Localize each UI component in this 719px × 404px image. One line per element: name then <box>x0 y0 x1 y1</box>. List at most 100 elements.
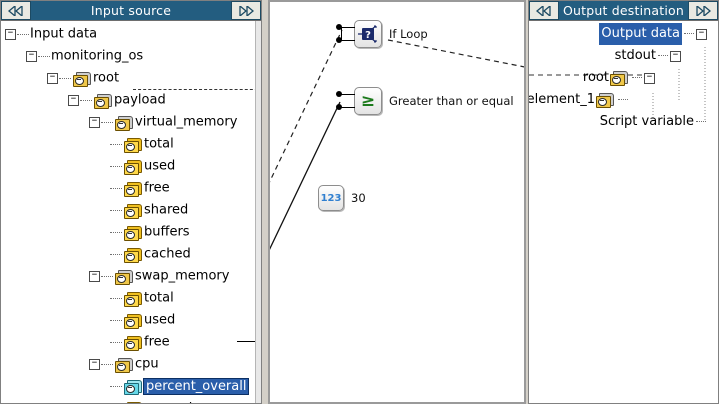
tree-indent <box>1 364 89 365</box>
tree-indent <box>1 298 110 299</box>
tree-item-used[interactable]: used <box>1 309 261 331</box>
question-block-icon: ? <box>358 25 377 43</box>
input-source-scrollbar[interactable] <box>255 21 261 403</box>
tree-indent <box>1 122 89 123</box>
input-source-next-button[interactable] <box>231 1 261 20</box>
tree-indent <box>1 166 110 167</box>
tree-item-free[interactable]: free <box>1 177 261 199</box>
double-right-arrow-icon <box>696 5 712 16</box>
output-tree-expander-icon[interactable]: − <box>644 72 655 84</box>
object-folder-icon <box>610 71 628 86</box>
tree-item-input-data[interactable]: − Input data <box>1 23 261 45</box>
gte-input-port-2[interactable] <box>336 104 342 110</box>
gte-input-port-1[interactable] <box>336 91 342 97</box>
if-loop-input-port-1[interactable] <box>336 24 342 30</box>
flow-canvas[interactable]: ? If Loop ≥ Greater than or equal <box>270 2 524 402</box>
object-folder-icon <box>596 93 614 108</box>
tree-connector <box>101 363 113 366</box>
output-tree-item-label: stdout <box>614 48 656 63</box>
tree-item-label: total <box>144 290 174 306</box>
input-source-tree-body[interactable]: −Input data−monitoring_os−root−payload−v… <box>1 21 261 403</box>
output-tree-item-output-data[interactable]: Output data− <box>599 23 708 45</box>
output-tree-connector <box>618 99 628 101</box>
if-loop-port-lead-2 <box>341 40 355 41</box>
tree-item-virtual-memory[interactable]: −virtual_memory <box>1 111 261 133</box>
tree-indent <box>1 320 110 321</box>
output-tree-guides <box>529 47 706 121</box>
tree-expander-icon[interactable]: − <box>89 271 100 282</box>
percent-overall-output-wire <box>237 341 261 342</box>
tree-indent <box>1 100 68 101</box>
tree-item-total[interactable]: total <box>1 287 261 309</box>
field-folder-icon <box>124 181 142 197</box>
node-constant-number[interactable]: 123 30 <box>318 185 366 211</box>
tree-connector <box>110 143 122 146</box>
field-folder-icon <box>124 247 142 263</box>
tree-item-label: cpu <box>135 356 159 372</box>
greater-than-or-equal-label: Greater than or equal <box>389 94 514 108</box>
double-left-arrow-icon <box>7 5 23 16</box>
node-if-loop[interactable]: ? If Loop <box>354 20 428 48</box>
tree-item-swap-memory[interactable]: −swap_memory <box>1 265 261 287</box>
tree-expander-icon[interactable]: − <box>26 51 37 62</box>
tree-connector <box>110 297 122 300</box>
tree-item-percent-overall[interactable]: percent_overall <box>1 375 261 397</box>
tree-item-root[interactable]: − root <box>1 67 261 89</box>
tree-expander-icon[interactable]: − <box>5 29 16 40</box>
if-loop-input-port-2[interactable] <box>336 37 342 43</box>
tree-item-total[interactable]: total <box>1 133 261 155</box>
output-tree-item-label: element_1 <box>529 92 595 107</box>
tree-indent <box>1 78 47 79</box>
field-folder-icon <box>124 225 142 241</box>
tree-expander-icon[interactable]: − <box>89 117 100 128</box>
output-tree-item-script-variable[interactable]: Script variable <box>600 111 708 133</box>
tree-item-cached[interactable]: cached <box>1 243 261 265</box>
output-destination-prev-button[interactable] <box>529 1 559 20</box>
output-tree-item-stdout[interactable]: stdout − <box>615 45 682 67</box>
tree-expander-icon[interactable]: − <box>89 359 100 370</box>
tree-indent <box>1 276 89 277</box>
tree-connector <box>110 319 122 322</box>
tree-expander-icon[interactable]: − <box>68 95 79 106</box>
input-source-prev-button[interactable] <box>1 1 31 20</box>
output-destination-next-button[interactable] <box>688 1 718 20</box>
tree-item-used[interactable]: used <box>1 155 261 177</box>
tree-item-label: free <box>144 334 170 350</box>
tree-expander-icon[interactable]: − <box>47 73 58 84</box>
field-folder-icon <box>124 335 142 351</box>
tree-item-monitoring-os[interactable]: −monitoring_os <box>1 45 261 67</box>
tree-connector <box>17 33 29 36</box>
tree-item-percent-per-cpu[interactable]: percent_per_cpu <box>1 397 261 403</box>
tree-connector <box>110 187 122 190</box>
output-tree-item-element-1[interactable]: element_1 <box>529 89 630 111</box>
tree-indent <box>1 342 110 343</box>
tree-item-label: cached <box>144 246 191 262</box>
field-folder-icon <box>124 203 142 219</box>
number-123-icon: 123 <box>320 192 342 204</box>
tree-item-label: Input data <box>30 26 98 42</box>
tree-indent <box>1 254 110 255</box>
node-greater-than-or-equal[interactable]: ≥ Greater than or equal <box>354 87 514 115</box>
tree-indent <box>1 56 26 57</box>
tree-item-cpu[interactable]: − cpu <box>1 353 261 375</box>
tree-item-label: buffers <box>144 224 190 240</box>
tree-item-label: total <box>144 136 174 152</box>
output-tree-expander-icon[interactable]: − <box>696 28 707 40</box>
tree-item-buffers[interactable]: buffers <box>1 221 261 243</box>
tree-item-payload[interactable]: −payload <box>1 89 261 111</box>
output-tree-expander-icon[interactable]: − <box>670 50 681 62</box>
field-folder-icon <box>124 137 142 153</box>
tree-connector <box>59 77 71 80</box>
tree-item-label: percent_overall <box>142 377 250 395</box>
tree-item-free[interactable]: free <box>1 331 261 353</box>
tree-item-shared[interactable]: shared <box>1 199 261 221</box>
tree-connector <box>110 165 122 168</box>
if-loop-port-bracket <box>341 27 342 40</box>
tree-connector <box>110 253 122 256</box>
double-right-arrow-icon <box>239 5 255 16</box>
tree-item-label: root <box>93 70 120 86</box>
tree-item-label: percent_per_cpu <box>144 401 252 404</box>
tree-connector <box>110 209 122 212</box>
output-tree-item-root[interactable]: root− <box>583 67 656 89</box>
